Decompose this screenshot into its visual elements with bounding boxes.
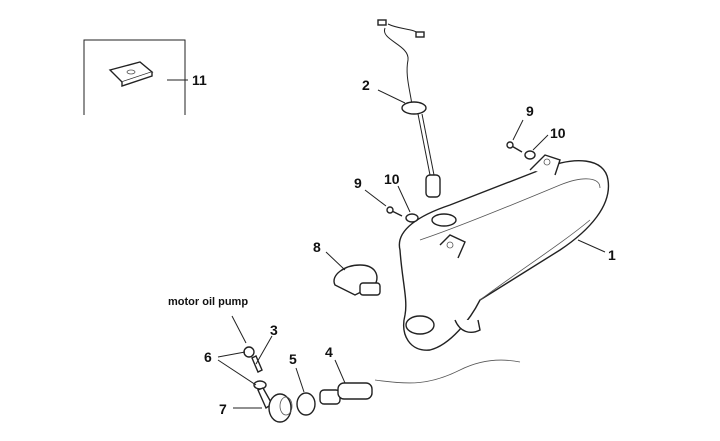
label-7: 7 [219,401,227,417]
oil-hose [374,359,521,384]
label-10-left: 10 [384,171,400,187]
screw-washer-left: 9 10 [354,171,419,223]
motor-oil-pump-note: motor oil pump [168,296,248,308]
label-10: 10 [550,125,566,141]
level-sensor: 2 [362,19,441,198]
label-6: 6 [204,349,212,365]
oil-tank: 1 [398,154,616,351]
label-9: 9 [526,103,534,119]
label-5: 5 [289,351,297,367]
pump-fittings: motor oil pump 3 6 7 5 4 [168,296,373,423]
label-2: 2 [362,77,370,93]
filler-cap: 8 [313,239,381,296]
label-11: 11 [192,72,207,88]
inset-box-clip: 11 [83,39,207,115]
label-9-left: 9 [354,175,362,191]
label-1: 1 [608,247,616,263]
screw-washer-right: 9 10 [506,103,566,160]
label-4: 4 [325,344,333,360]
label-8: 8 [313,239,321,255]
label-3: 3 [270,322,278,338]
